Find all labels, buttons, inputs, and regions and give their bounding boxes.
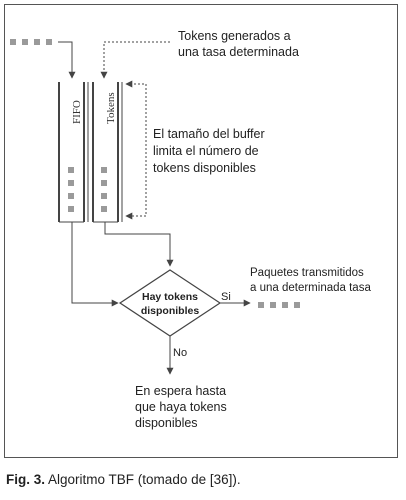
svg-text:tokens disponibles: tokens disponibles xyxy=(153,161,256,175)
token xyxy=(101,193,107,199)
token xyxy=(101,206,107,212)
outgoing-packet xyxy=(270,302,276,308)
token xyxy=(101,167,107,173)
incoming-packet xyxy=(34,39,40,45)
figure-caption: Fig. 3. Algoritmo TBF (tomado de [36]). xyxy=(6,472,402,487)
incoming-packet xyxy=(46,39,52,45)
queued-packet xyxy=(68,180,74,186)
outgoing-packet xyxy=(282,302,288,308)
decision-diamond xyxy=(118,269,222,337)
caption-label: Fig. 3. xyxy=(6,472,46,487)
tokens-label: Tokens xyxy=(105,92,117,124)
figure-frame xyxy=(4,4,398,458)
outgoing-packet xyxy=(258,302,264,308)
svg-text:disponibles: disponibles xyxy=(135,416,198,430)
outgoing-packet xyxy=(294,302,300,308)
fifo-buffer xyxy=(58,82,89,223)
fifo-to-decision-arrow xyxy=(71,222,119,307)
incoming-packet xyxy=(10,39,16,45)
svg-text:Tokens generados a: Tokens generados a xyxy=(178,29,291,43)
decision-line-2: disponibles xyxy=(141,305,200,317)
bucket-size-bracket xyxy=(125,80,147,220)
queued-packet xyxy=(68,193,74,199)
no-label: No xyxy=(173,347,187,359)
incoming-packets xyxy=(10,39,52,45)
fifo-label: FIFO xyxy=(71,100,83,124)
yes-label: Si xyxy=(221,291,231,303)
token xyxy=(101,180,107,186)
outgoing-packets xyxy=(258,302,300,308)
token-bucket xyxy=(92,82,123,223)
incoming-packet xyxy=(22,39,28,45)
packet-inflow-arrow xyxy=(58,41,76,79)
output-note: Paquetes transmitidos a una determinada … xyxy=(250,267,371,294)
svg-text:que haya tokens: que haya tokens xyxy=(135,400,227,414)
wait-note: En espera hasta que haya tokens disponib… xyxy=(135,384,227,430)
decision-line-1: Hay tokens xyxy=(142,291,198,303)
fifo-packets xyxy=(68,167,74,212)
caption-text: Algoritmo TBF (tomado de [36]). xyxy=(48,472,241,487)
queued-packet xyxy=(68,167,74,173)
svg-text:Paquetes transmitidos: Paquetes transmitidos xyxy=(250,267,364,279)
svg-text:limita el número de: limita el número de xyxy=(153,144,259,158)
svg-text:a una determinada tasa: a una determinada tasa xyxy=(250,282,371,294)
bucket-tokens xyxy=(101,167,107,212)
buffer-size-note: El tamaño del buffer limita el número de… xyxy=(153,127,265,175)
tokens-to-decision-arrow xyxy=(104,222,174,267)
svg-text:El tamaño del buffer: El tamaño del buffer xyxy=(153,127,265,141)
svg-text:una tasa determinada: una tasa determinada xyxy=(178,45,299,59)
svg-text:En espera hasta: En espera hasta xyxy=(135,384,226,398)
token-inflow-arrow xyxy=(100,41,170,79)
queued-packet xyxy=(68,206,74,212)
token-generation-note: Tokens generados a una tasa determinada xyxy=(178,29,299,59)
